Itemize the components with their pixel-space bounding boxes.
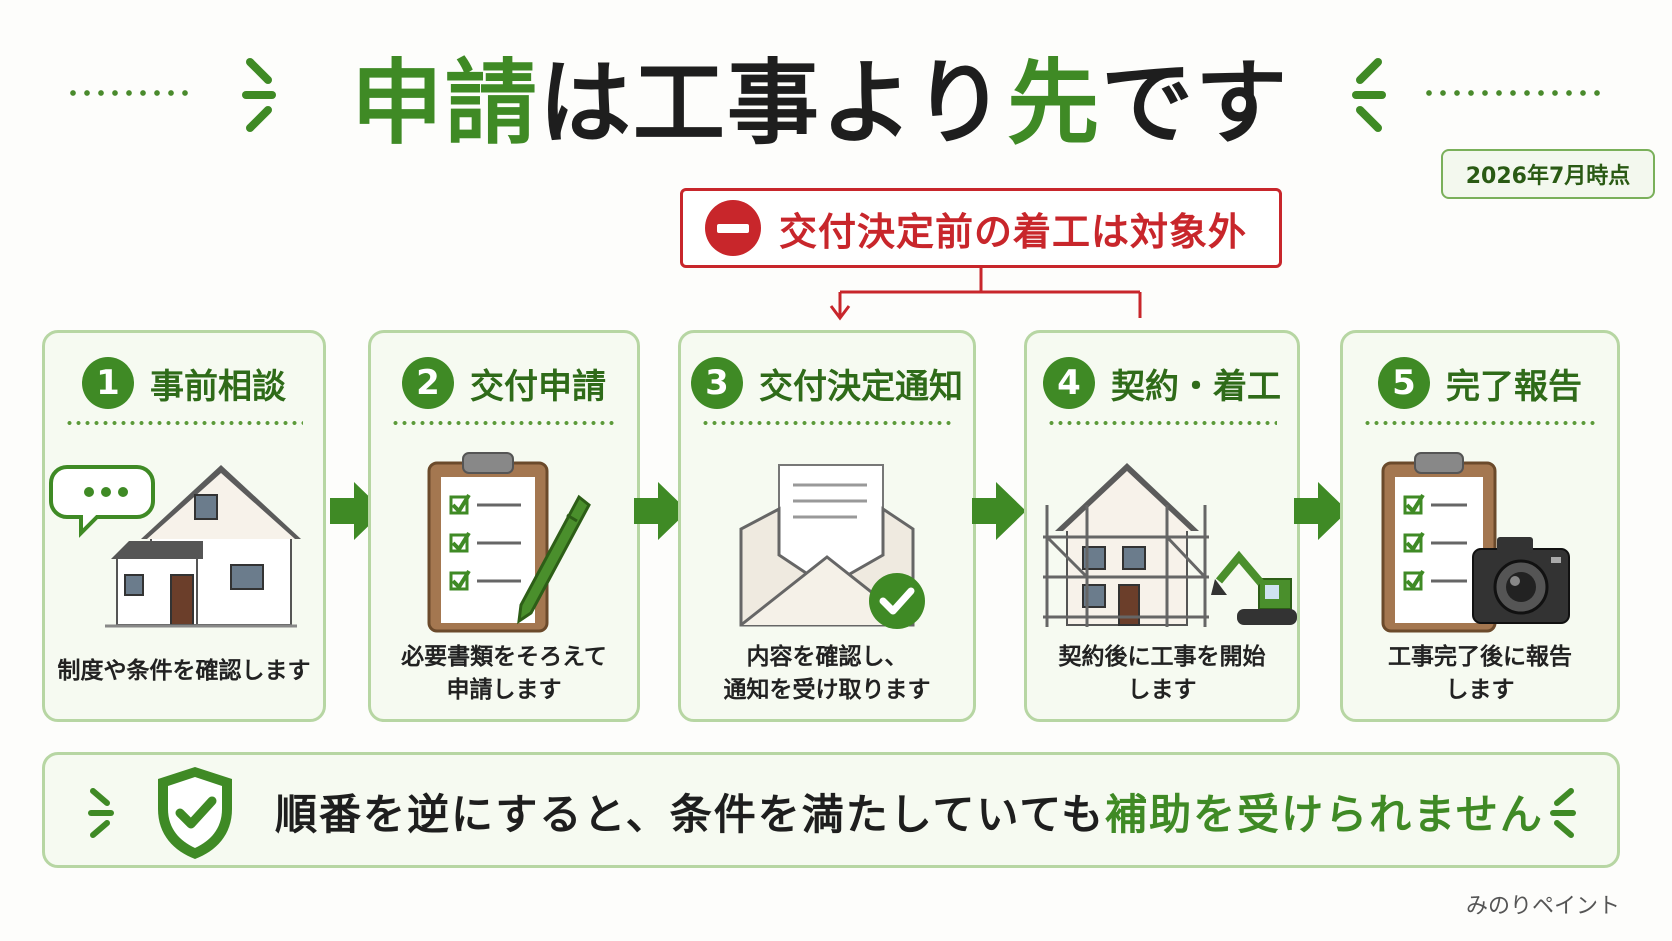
step-title: 契約・着工: [1111, 366, 1281, 407]
step-divider: [1363, 421, 1597, 425]
step-number: 5: [1378, 357, 1430, 409]
burst-lines-left-icon: [88, 788, 114, 838]
step-divider: [701, 421, 953, 425]
step-number: 2: [402, 357, 454, 409]
header-dotted-line-right: [1422, 90, 1602, 96]
page-title: 申請は工事より先です: [300, 40, 1340, 157]
house-scaffolding-excavator-icon: [1043, 463, 1297, 627]
arrow-right-icon: [330, 482, 384, 540]
step-header: 4 契約・着工: [1027, 355, 1297, 411]
date-badge: 2026年7月時点: [1441, 149, 1655, 199]
warning-box: 交付決定前の着工は対象外: [680, 188, 1282, 268]
house-with-speech-bubble-icon: [49, 465, 301, 628]
step-title: 事前相談: [150, 366, 286, 407]
step-4-card: 4 契約・着工 契約後に工事を開始: [1024, 330, 1300, 722]
step-description-line1: 必要書類をそろえて: [401, 644, 607, 670]
banner-text-black: 順番を逆にすると、条件を満たしていても: [275, 789, 1106, 839]
arrow-right-icon: [1294, 482, 1348, 540]
step-description-line1: 工事完了後に報告: [1388, 644, 1572, 670]
warning-text: 交付決定前の着工は対象外: [779, 209, 1248, 254]
step-1-card: 1 事前相談 制度や条件を確認します: [42, 330, 326, 722]
step-5-card: 5 完了報告 工事完了後に報告 します: [1340, 330, 1620, 722]
step-description-line2: します: [1445, 677, 1515, 703]
credit-text: みのりペイント: [1465, 894, 1620, 919]
burst-lines-left-icon: [242, 58, 276, 132]
arrow-right-icon: [972, 482, 1026, 540]
step-description-line1: 制度や条件を確認します: [57, 658, 311, 684]
banner-message: 順番を逆にすると、条件を満たしていても補助を受けられません: [275, 779, 1544, 843]
step-number: 4: [1043, 357, 1095, 409]
step-description-line2: します: [1127, 677, 1197, 703]
title-part-apply: 申請: [350, 49, 539, 157]
step-description-line2: 通知を受け取ります: [723, 677, 931, 703]
step-title: 交付申請: [470, 366, 606, 407]
step-header: 1 事前相談: [45, 355, 323, 411]
clipboard-checklist-pen-icon: [427, 452, 591, 633]
step-divider: [65, 421, 303, 425]
title-part-before-construction: は工事より: [538, 49, 1008, 157]
envelope-check-icon: [739, 464, 925, 629]
step-divider: [391, 421, 617, 425]
no-entry-icon: [705, 200, 761, 256]
step-number: 3: [691, 357, 743, 409]
arrow-right-icon: [634, 482, 688, 540]
step-description: 契約後に工事を開始 します: [1033, 641, 1291, 707]
step-description-line1: 内容を確認し、: [746, 644, 908, 670]
burst-lines-right-icon: [1550, 788, 1576, 838]
step-description: 必要書類をそろえて 申請します: [377, 641, 631, 707]
step-description: 内容を確認し、 通知を受け取ります: [687, 641, 967, 707]
step-2-card: 2 交付申請 必要書類をそろえて 申請します: [368, 330, 640, 722]
shield-check-icon: [158, 767, 232, 859]
clipboard-camera-icon: [1381, 452, 1570, 633]
step-description: 工事完了後に報告 します: [1349, 641, 1611, 707]
step-description-line1: 契約後に工事を開始: [1058, 644, 1266, 670]
warning-banner: 順番を逆にすると、条件を満たしていても補助を受けられません: [42, 752, 1620, 868]
step-title: 完了報告: [1446, 366, 1582, 407]
step-number: 1: [82, 357, 134, 409]
step-header: 5 完了報告: [1343, 355, 1617, 411]
burst-lines-right-icon: [1352, 58, 1386, 132]
step-header: 2 交付申請: [371, 355, 637, 411]
step-header: 3 交付決定通知: [681, 355, 973, 411]
step-title: 交付決定通知: [759, 366, 963, 407]
title-part-first: 先: [1007, 49, 1102, 157]
banner-text-green: 補助を受けられません: [1105, 789, 1544, 839]
step-3-card: 3 交付決定通知 内容を確認し、 通知を受け取ります: [678, 330, 976, 722]
title-part-desu: です: [1101, 49, 1290, 157]
header-dotted-line-left: [66, 90, 196, 96]
step-description-line2: 申請します: [446, 677, 562, 703]
step-description: 制度や条件を確認します: [51, 655, 317, 688]
step-divider: [1047, 421, 1277, 425]
